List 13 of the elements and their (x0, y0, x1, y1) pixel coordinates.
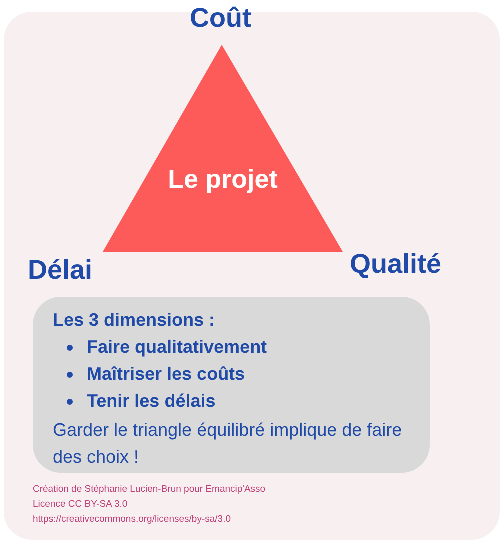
credit-text: Licence CC BY-SA 3.0 (33, 498, 129, 512)
bullet-item: Faire qualitativement (87, 336, 268, 359)
corner-label: Qualité (350, 248, 442, 281)
corner-label: Délai (28, 254, 93, 287)
credit-text: https://creativecommons.org/licenses/by-sa/3.0 (33, 513, 232, 527)
bullet-item: Tenir les délais (87, 390, 216, 413)
node-label: Le projet (167, 163, 279, 196)
credit-text: Création de Stéphanie Lucien-Brun pour Emancip'Asso (33, 483, 266, 497)
note-text: Garder le triangle équilibré implique de faire des choix ! (53, 419, 404, 469)
info-panel (33, 297, 430, 473)
bullet-item: Maîtriser les coûts (87, 363, 246, 386)
corner-label: Coût (190, 2, 252, 35)
heading: Les 3 dimensions : (53, 309, 216, 332)
